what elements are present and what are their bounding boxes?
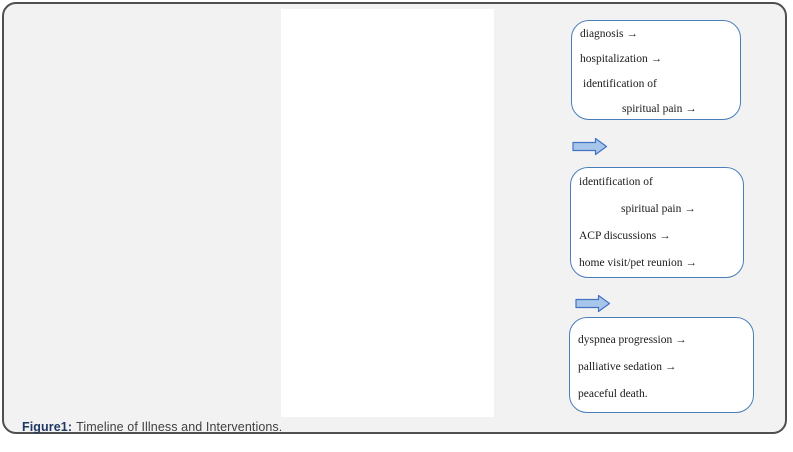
right-arrow-icon	[575, 294, 611, 313]
timeline-box-end-of-life: dyspnea progression → palliative sedatio…	[569, 317, 754, 413]
figure-caption-text: Timeline of Illness and Interventions.	[76, 420, 283, 434]
right-arrow-icon	[572, 137, 608, 156]
timeline-item: identification of	[579, 175, 653, 188]
timeline-item: hospitalization →	[580, 52, 663, 65]
figure-image-area: diagnosis → hospitalization → identifica…	[281, 9, 754, 417]
timeline-item: spiritual pain →	[622, 102, 697, 115]
timeline-box-diagnosis: diagnosis → hospitalization → identifica…	[571, 20, 741, 120]
figure-panel: diagnosis → hospitalization → identifica…	[2, 2, 787, 434]
figure-caption-label: Figure1:	[22, 420, 73, 434]
timeline-item: palliative sedation →	[578, 360, 677, 373]
right-arrow-shape	[572, 137, 608, 156]
timeline-item: ACP discussions →	[579, 229, 671, 242]
figure-caption: Figure1:Timeline of Illness and Interven…	[22, 420, 282, 434]
timeline-box-interventions: identification of spiritual pain → ACP d…	[570, 167, 744, 278]
timeline-item: identification of	[583, 77, 657, 90]
timeline-item: spiritual pain →	[621, 202, 696, 215]
timeline-item: dyspnea progression →	[578, 333, 687, 346]
timeline-item: peaceful death.	[578, 387, 648, 400]
timeline-item: diagnosis →	[580, 27, 638, 40]
right-arrow-shape	[575, 294, 611, 313]
timeline-item: home visit/pet reunion →	[579, 256, 697, 269]
